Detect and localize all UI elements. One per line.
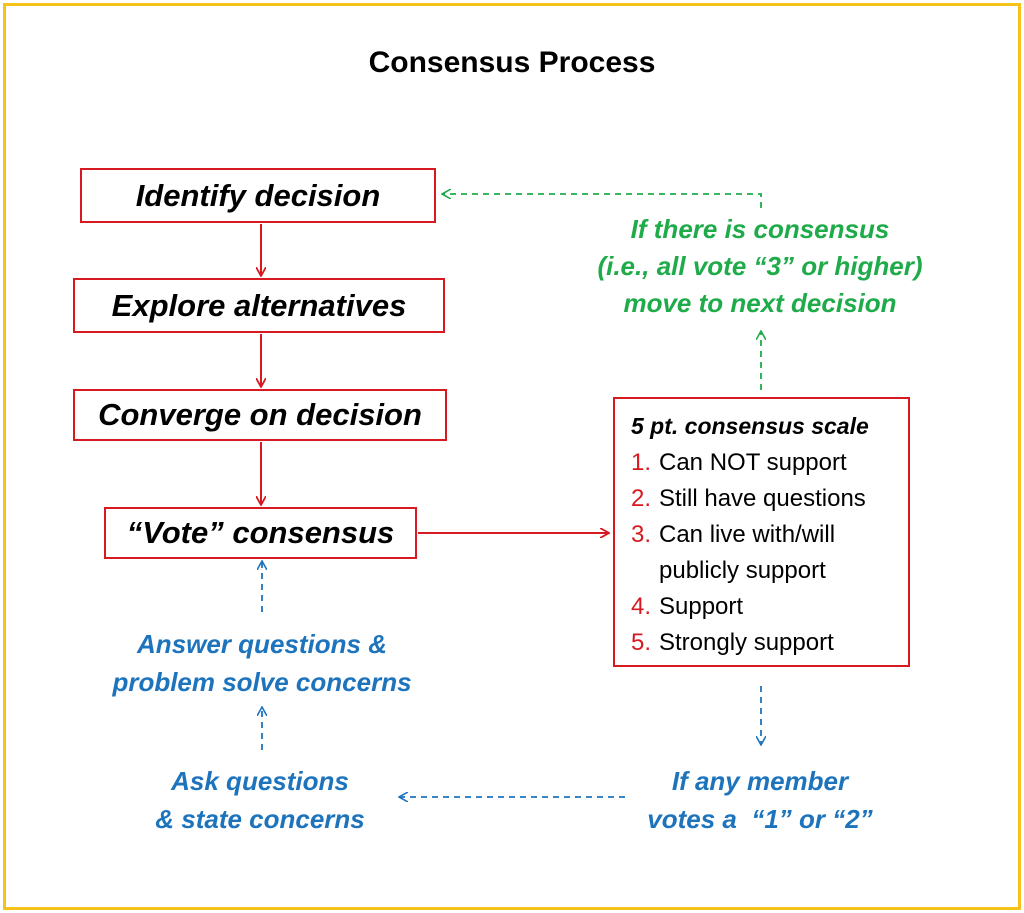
scale-item-number: 5. [631, 629, 652, 656]
scale-item-label: Can live with/will publicly support [659, 521, 836, 584]
scale-item-number: 1. [631, 449, 652, 476]
scale-item-number: 3. [631, 521, 652, 548]
ask-questions-note-line: & state concerns [155, 804, 365, 834]
consensus-note-line: move to next decision [623, 288, 897, 318]
diagram-title: Consensus Process [368, 46, 656, 79]
scale-item-number: 4. [631, 593, 652, 620]
scale-item: 4. Support [631, 589, 908, 625]
arrow-consensus-to-identify [443, 194, 762, 208]
no-consensus-note-line: votes a “1” or “2” [647, 804, 873, 834]
step-vote-consensus: “Vote” consensus [104, 507, 417, 559]
consensus-scale-box: 5 pt. consensus scale 1. Can NOT support … [613, 397, 910, 667]
scale-item-label: Still have questions [659, 485, 866, 512]
scale-item-label: Strongly support [659, 629, 834, 656]
scale-item-number: 2. [631, 485, 652, 512]
scale-item-label: Can NOT support [659, 449, 847, 476]
answer-questions-note-line: problem solve concerns [112, 667, 412, 697]
answer-questions-note: Answer questions & problem solve concern… [102, 625, 422, 701]
ask-questions-note-line: Ask questions [171, 766, 349, 796]
step-identify-decision: Identify decision [80, 168, 436, 223]
step-converge-on-decision: Converge on decision [73, 389, 447, 441]
answer-questions-note-line: Answer questions & [137, 629, 387, 659]
scale-item: 3. Can live with/will publicly support [631, 517, 908, 589]
step-explore-alternatives: Explore alternatives [73, 278, 445, 333]
scale-list: 1. Can NOT support 2. Still have questions… [631, 445, 908, 661]
scale-title: 5 pt. consensus scale [631, 413, 869, 439]
consensus-note-line: If there is consensus [630, 214, 890, 244]
ask-questions-note: Ask questions & state concerns [120, 762, 400, 838]
consensus-note-line: (i.e., all vote “3” or higher) [597, 251, 923, 281]
scale-item-label: Support [659, 593, 744, 620]
no-consensus-note: If any member votes a “1” or “2” [600, 762, 920, 838]
consensus-note: If there is consensus (i.e., all vote “3… [560, 211, 960, 322]
scale-item: 1. Can NOT support [631, 445, 908, 481]
scale-item: 2. Still have questions [631, 481, 908, 517]
no-consensus-note-line: If any member [671, 766, 849, 796]
scale-item: 5. Strongly support [631, 625, 908, 661]
